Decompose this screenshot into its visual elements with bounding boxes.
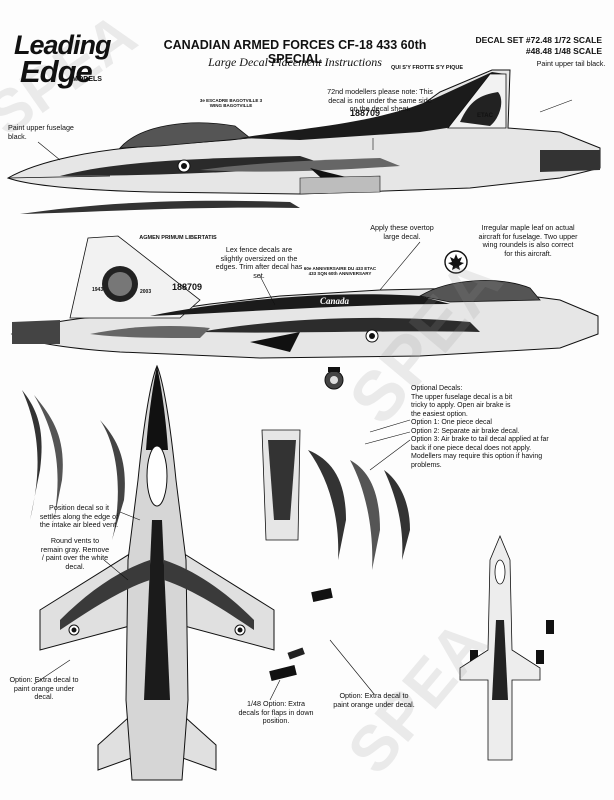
lex-fence-decal bbox=[20, 200, 300, 214]
note-72nd-modellers: 72nd modellers please note: This decal i… bbox=[327, 87, 433, 114]
page-subtitle: Large Decal Placement Instructions bbox=[208, 55, 382, 69]
logo-leading: Leading bbox=[14, 30, 112, 60]
canada-wordmark: Canada bbox=[320, 296, 350, 306]
serial-bottom: 188709 bbox=[172, 282, 203, 292]
flap-decals bbox=[269, 588, 554, 681]
logo-edge: Edge bbox=[20, 54, 93, 89]
decal-set-172: DECAL SET #72.48 1/72 SCALE bbox=[475, 35, 602, 45]
note-apply-overtop: Apply these overtop large decal. bbox=[370, 223, 434, 241]
year-2003: 2003 bbox=[140, 289, 152, 295]
maple-leaf-roundel bbox=[444, 250, 468, 274]
optional-decals-intro: The upper fuselage decal is a bit tricky… bbox=[411, 393, 513, 418]
note-option-148: 1/48 Option: Extra decals for flaps in d… bbox=[238, 699, 314, 726]
note-lex-fence: Lex fence decals are slightly oversized … bbox=[215, 245, 303, 280]
note-round-vents: Round vents to remain gray. Remove / pai… bbox=[40, 536, 110, 571]
air-brake-decals bbox=[261, 429, 410, 570]
option-plan-view bbox=[459, 534, 541, 761]
anniversary-marking: 60e ANNIVERSAIRE DU 433 ETAC 433 SQN 60t… bbox=[303, 266, 377, 276]
option-item: Option 2: Separate air brake decal. bbox=[411, 427, 520, 435]
year-1943: 1943 bbox=[92, 287, 104, 293]
note-option-extra-left: Option: Extra decal to paint orange unde… bbox=[9, 675, 79, 702]
decal-set-148: #48.48 1/48 SCALE bbox=[525, 46, 602, 56]
side-view-bottom bbox=[10, 235, 599, 359]
serial-top: 188709 bbox=[350, 108, 381, 118]
note-position-decal: Position decal so it settles along the e… bbox=[39, 503, 119, 530]
leader-lines bbox=[33, 99, 573, 701]
page-title: CANADIAN ARMED FORCES CF-18 433 60th SPE… bbox=[163, 38, 427, 66]
option-item: Option 1: One piece decal bbox=[411, 419, 492, 426]
top-view bbox=[39, 364, 275, 781]
wing-feather-decals-left bbox=[22, 390, 125, 540]
escadre-marking: 3e ESCADRE BAGOTVILLE 3 WING BAGOTVILLE bbox=[199, 98, 263, 108]
optional-decals-heading: Optional Decals: bbox=[411, 385, 463, 392]
tail-motto-top: QUI S'Y FROTTE S'Y PIQUE bbox=[390, 65, 464, 71]
note-paint-upper-tail: Paint upper tail black. bbox=[536, 59, 606, 68]
tail-etac: ETAC bbox=[477, 113, 493, 119]
option-item: Option 3: Air brake to tail decal applie… bbox=[411, 436, 549, 469]
logo-models: MODELS bbox=[72, 76, 102, 83]
side-view-top bbox=[6, 69, 601, 195]
optional-decals: Optional Decals: The upper fuselage deca… bbox=[411, 385, 606, 470]
note-paint-upper-fuselage: Paint upper fuselage black. bbox=[8, 123, 74, 141]
note-option-extra-right: Option: Extra decal to paint orange unde… bbox=[333, 691, 415, 709]
motto-bottom: AGMEN PRIMUM LIBERTATIS bbox=[139, 235, 217, 241]
note-maple-leaf: Irregular maple leaf on actual aircraft … bbox=[478, 223, 578, 258]
decal-set-info: DECAL SET #72.48 1/72 SCALE #48.48 1/48 … bbox=[476, 35, 602, 57]
squadron-crest bbox=[324, 367, 344, 390]
